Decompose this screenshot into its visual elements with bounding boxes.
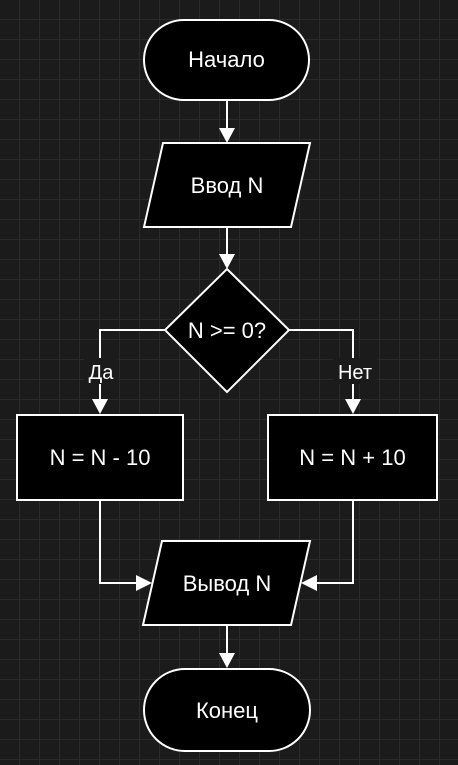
no-action-label: N = N + 10 xyxy=(299,445,405,470)
condition-label: N >= 0? xyxy=(188,318,266,343)
connectors xyxy=(92,100,361,668)
arrowhead-output-end xyxy=(219,653,235,668)
condition-node[interactable]: N >= 0? xyxy=(163,267,291,394)
arrowhead-yes xyxy=(92,399,108,414)
start-label: Начало xyxy=(188,47,265,72)
arrowhead-no xyxy=(345,399,361,414)
output-label: Вывод N xyxy=(183,571,272,596)
arrowhead-no-output xyxy=(301,575,317,591)
yes-edge-label: Да xyxy=(89,362,115,384)
input-label: Ввод N xyxy=(191,173,264,198)
end-terminator[interactable]: Конец xyxy=(143,668,311,752)
edge-no-output xyxy=(313,500,354,584)
start-terminator[interactable]: Начало xyxy=(143,19,310,101)
no-edge-label: Нет xyxy=(338,362,372,384)
arrowhead-yes-output xyxy=(136,575,152,591)
arrowhead-start-input xyxy=(219,128,235,143)
input-node[interactable]: Ввод N xyxy=(142,142,312,228)
arrowhead-input-decision xyxy=(219,254,235,269)
yes-label-bg xyxy=(84,358,118,384)
yes-action-label: N = N - 10 xyxy=(50,445,151,470)
no-label-bg xyxy=(333,358,377,384)
output-node[interactable]: Вывод N xyxy=(141,540,312,626)
no-action-node[interactable]: N = N + 10 xyxy=(267,414,438,501)
yes-action-node[interactable]: N = N - 10 xyxy=(16,414,184,501)
end-label: Конец xyxy=(196,698,258,723)
edge-yes-output xyxy=(99,500,140,584)
